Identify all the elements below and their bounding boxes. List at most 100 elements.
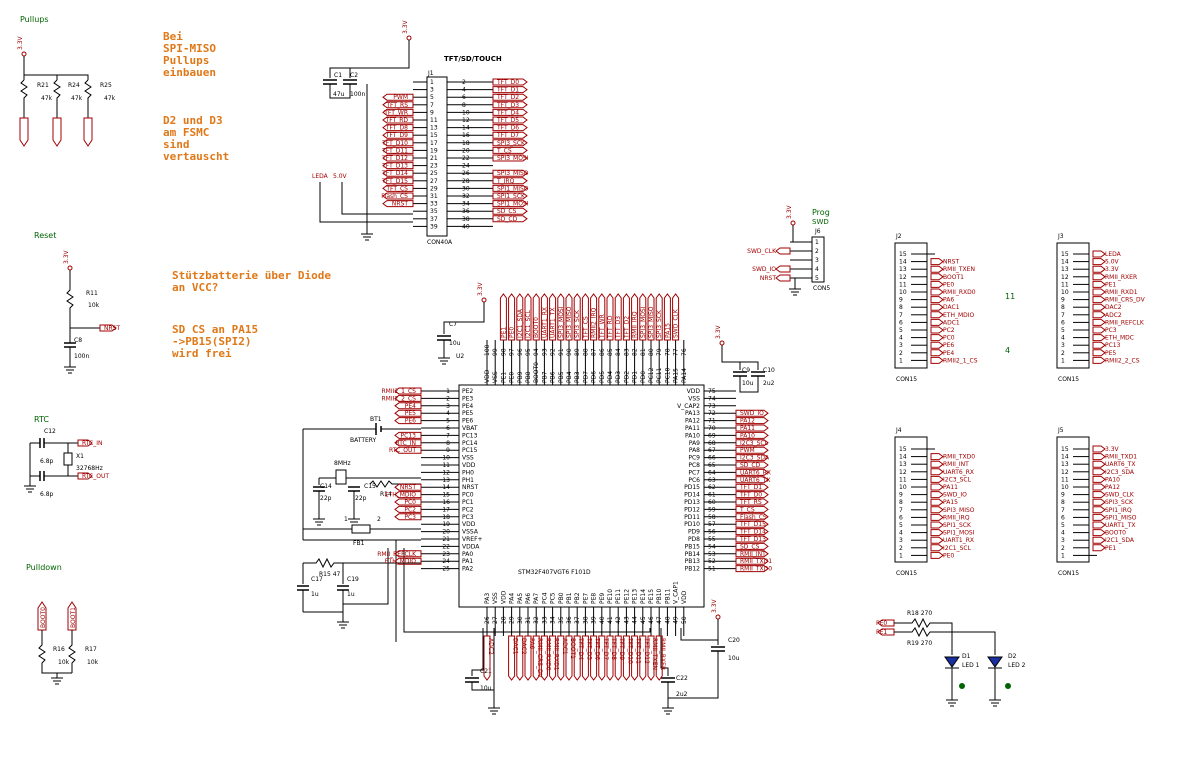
pulldown-block: BOOT0 BOOT1 R16 10k R17 10k: [37, 601, 99, 685]
mcu-bottom-pin-name: PE10: [607, 589, 614, 604]
mcu-top-net: PE0: [509, 327, 516, 338]
c1-value: 47u: [333, 91, 345, 98]
j1-left-net: Flash_CS: [381, 193, 408, 200]
j5-pin-number: 1: [1061, 552, 1065, 559]
j3-net: ADC2: [1105, 312, 1122, 319]
mcu-left-net: RMII_REFCLK: [377, 551, 417, 558]
mcu-right-pin-name: PD14: [684, 492, 700, 499]
mcu-right-pin-number: 60: [708, 499, 716, 506]
j1-connector: TFT/SD/TOUCH J1 CON40A 3.3V C1 47u C2 10…: [312, 19, 529, 246]
j1-left-pin-number: 15: [430, 132, 438, 139]
mcu-bottom-pin-name: PC5: [550, 592, 557, 604]
j4-pin-number: 14: [899, 454, 907, 461]
j1-left-pin-number: 39: [430, 223, 438, 230]
mcu-right-pin-name: V_CAP2: [677, 403, 700, 410]
mcu-bottom-pin-number: 47: [656, 616, 663, 624]
mcu-left-pin-name: VBAT: [462, 425, 478, 432]
mcu-top-pin-name: PB8: [525, 371, 532, 383]
mcu-right-pin-number: 66: [708, 455, 716, 462]
fb1-label: FB1: [353, 540, 365, 547]
mcu-top-net: I2C1_SCL: [525, 309, 532, 338]
mcu-left-net: PC13: [401, 432, 417, 439]
j1-right-net: SPI3_MISO: [497, 170, 529, 177]
mcu-right-pin-name: PB12: [685, 566, 701, 573]
j1-left-pin-number: 3: [430, 87, 434, 94]
mcu-left-pin-name: PC3: [462, 514, 474, 521]
mcu-right-net: TFT_D13: [739, 536, 766, 543]
mcu-right-net: TFT_D14: [739, 529, 766, 536]
mcu-right-pin-number: 62: [708, 484, 716, 491]
j3-net: PC13: [1105, 342, 1121, 349]
r24-label: R24: [68, 82, 80, 89]
mcu-bottom-3v3: 3.3V: [711, 598, 718, 613]
mcu-left-pin-number: 4: [446, 410, 450, 417]
mcu-bottom-net: ADC1: [561, 638, 568, 655]
j1-right-pin-number: 28: [462, 178, 470, 185]
mcu-right-pin-name: VSS: [688, 395, 700, 402]
j6-pin-number: 2: [815, 248, 819, 255]
mcu-top-pin-name: PD5: [599, 371, 606, 383]
mcu-right-3v3: 3.3V: [715, 324, 722, 339]
section-pulldown: Pulldown: [26, 563, 62, 572]
mcu-bottom-pin-name: PE15: [648, 589, 655, 604]
section-rtc: RTC: [34, 415, 49, 424]
mcu-right-net: RMII_INT: [740, 551, 766, 558]
mcu-bottom-pin-number: 41: [607, 616, 614, 624]
j2-ref: J2: [895, 233, 902, 240]
reset-block: 3.3V R11 10k NRST C8 100n: [63, 249, 120, 374]
j4-net: I2C1_SCL: [943, 545, 972, 552]
r25-value: 47k: [104, 95, 116, 102]
mcu-left-net: PE6: [405, 418, 416, 425]
j6-type: CON5: [813, 285, 830, 292]
j3-pin-number: 11: [1061, 281, 1069, 288]
c9-label: C9: [742, 367, 750, 374]
mcu-left-pin-name: VSS: [462, 455, 474, 462]
j4-net: PA11: [943, 484, 958, 491]
mcu-top-pin-name: PE0: [509, 372, 516, 383]
mcu-top-pin-number: 91: [558, 348, 565, 356]
mcu-right-pin-name: PC7: [688, 469, 700, 476]
mcu-left-pin-name: PE6: [462, 418, 473, 425]
mcu-right-pin-number: 71: [708, 418, 716, 425]
mcu-top-net: SPI3_MOSI: [640, 306, 647, 338]
mcu-left-net: PC2: [404, 506, 416, 513]
j5-net: RMII_TXD1: [1105, 454, 1137, 461]
r24-value: 47k: [71, 95, 83, 102]
c17-label: C17: [311, 576, 323, 583]
j1-left-pin-number: 23: [430, 163, 438, 170]
j1-left-pin-number: 27: [430, 178, 438, 185]
mcu-bottom-net: TFT_D10: [626, 637, 633, 664]
pullups-3v3: 3.3V: [17, 35, 24, 50]
j3-pin-number: 6: [1061, 319, 1065, 326]
mcu-left-pin-number: 5: [446, 418, 450, 425]
mcu-top-net: SPI3_MISO: [648, 306, 655, 338]
mcu-left-pin-name: PE4: [462, 403, 473, 410]
mcu-right-net: Flash_CS: [740, 514, 767, 521]
mcu-bottom-net: DAC1: [512, 638, 519, 655]
mcu-left-pin-number: 15: [442, 492, 450, 499]
mcu-left-pin-name: PC0: [462, 492, 474, 499]
rtc-block: C12 RTC_IN RTC_OUT X1 32768Hz 6.8p 6.8p: [23, 428, 109, 498]
pulldown-boot0: BOOT0: [40, 607, 47, 628]
j2-net: PC0: [943, 335, 955, 342]
mcu-bottom-pin-number: 40: [599, 616, 606, 624]
mcu-bottom-net: PA6: [528, 638, 535, 649]
j3-pin-number: 10: [1061, 289, 1069, 296]
j1-left-net: TFT_D13: [381, 163, 408, 170]
j5-net: I2C3_SDA: [1105, 469, 1135, 476]
j3-net: DAC2: [1105, 304, 1122, 311]
mcu-top-pin-name: BOOT0: [533, 362, 540, 383]
mcu-left-pin-number: 16: [442, 499, 450, 506]
j6-net: SWD_IO: [752, 266, 776, 273]
mcu-right-pin-number: 55: [708, 536, 716, 543]
r11-label: R11: [86, 290, 98, 297]
j2-pin-number: 6: [899, 319, 903, 326]
j2-net: NRST: [943, 259, 959, 266]
mcu-left-pin-name: PH1: [462, 477, 474, 484]
fb-two: 2: [377, 516, 381, 523]
mcu-bottom-pin-number: 46: [648, 616, 655, 624]
mcu-top-pin-name: VDD: [484, 369, 491, 383]
j3-pin-number: 12: [1061, 274, 1069, 281]
j3-net: 3.3V: [1105, 266, 1120, 273]
j3-net: PC3: [1105, 327, 1117, 334]
